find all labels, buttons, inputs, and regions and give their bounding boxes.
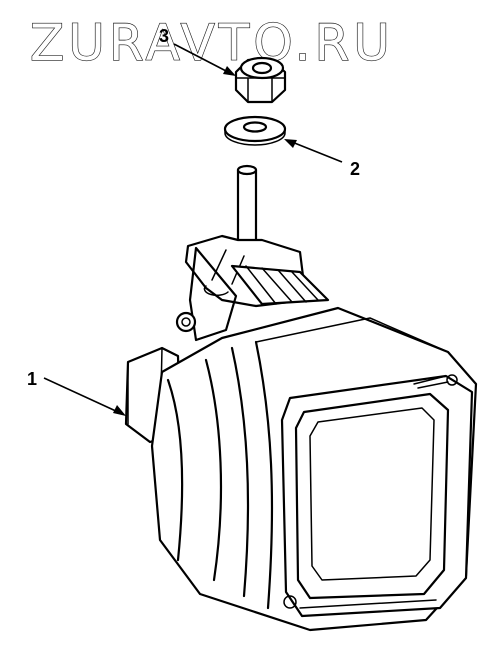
callout-1: 1 (27, 369, 126, 416)
washer-part (223, 115, 287, 146)
hex-nut-part (234, 56, 287, 104)
callout-3: 3 (159, 26, 236, 76)
callout-2: 2 (284, 139, 360, 179)
callout-label-1: 1 (27, 369, 37, 389)
work-lamp-part (124, 164, 478, 632)
callout-label-3: 3 (159, 26, 169, 46)
callout-label-2: 2 (350, 159, 360, 179)
watermark-text: ZURAVTO.RU (30, 14, 394, 72)
